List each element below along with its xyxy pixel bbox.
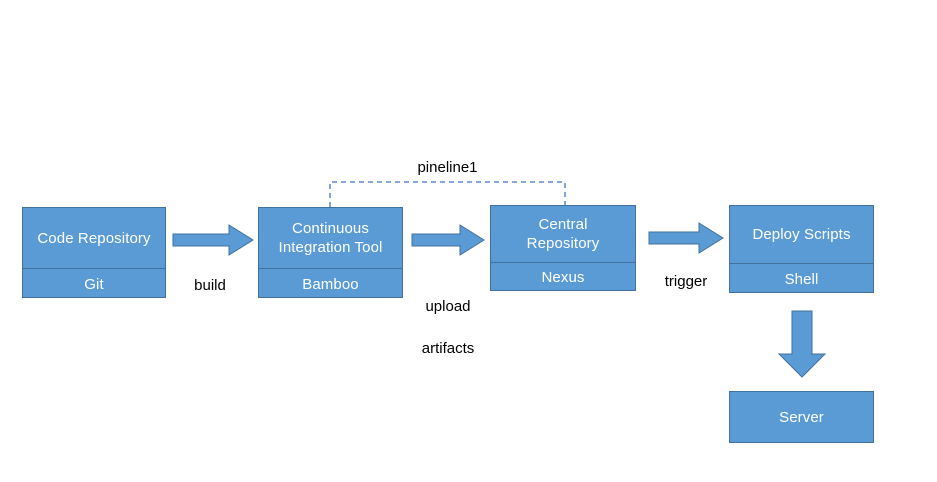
edge-label-upload-line1: upload (425, 298, 471, 315)
node-deploy-scripts[interactable]: Deploy Scripts Shell (729, 205, 874, 293)
node-code-repository-title: Code Repository (37, 229, 151, 247)
node-central-title-line1: Central (538, 216, 588, 233)
pipeline-bracket-label: pineline1 (417, 159, 478, 176)
edge-label-build: build (194, 277, 226, 294)
edge-label-upload-line2: artifacts (421, 340, 475, 357)
node-continuous-integration-tool-subtitle: Bamboo (259, 268, 402, 299)
arrow-build (172, 224, 254, 256)
node-ci-title-line1: Continuous (292, 220, 369, 237)
pipeline-bracket (325, 178, 570, 210)
node-server[interactable]: Server (729, 391, 874, 443)
node-code-repository-subtitle: Git (23, 268, 165, 299)
arrow-trigger (648, 222, 724, 254)
node-code-repository[interactable]: Code Repository Git (22, 207, 166, 298)
node-continuous-integration-tool[interactable]: Continuous Integration Tool Bamboo (258, 207, 403, 298)
node-ci-title-line2: Integration Tool (278, 239, 383, 256)
node-central-repository-subtitle: Nexus (491, 262, 635, 292)
node-server-title: Server (779, 408, 824, 426)
node-continuous-integration-tool-title: Continuous Integration Tool (259, 208, 402, 268)
edge-label-upload-artifacts: upload artifacts (393, 275, 503, 359)
arrow-upload-artifacts (411, 224, 485, 256)
node-central-title-line2: Repository (526, 235, 600, 252)
arrow-deploy-down (775, 310, 829, 378)
edge-label-trigger: trigger (664, 273, 708, 290)
node-deploy-scripts-subtitle: Shell (730, 263, 873, 294)
node-central-repository[interactable]: Central Repository Nexus (490, 205, 636, 291)
node-deploy-scripts-title: Deploy Scripts (752, 226, 851, 243)
node-central-repository-title: Central Repository (491, 206, 635, 262)
